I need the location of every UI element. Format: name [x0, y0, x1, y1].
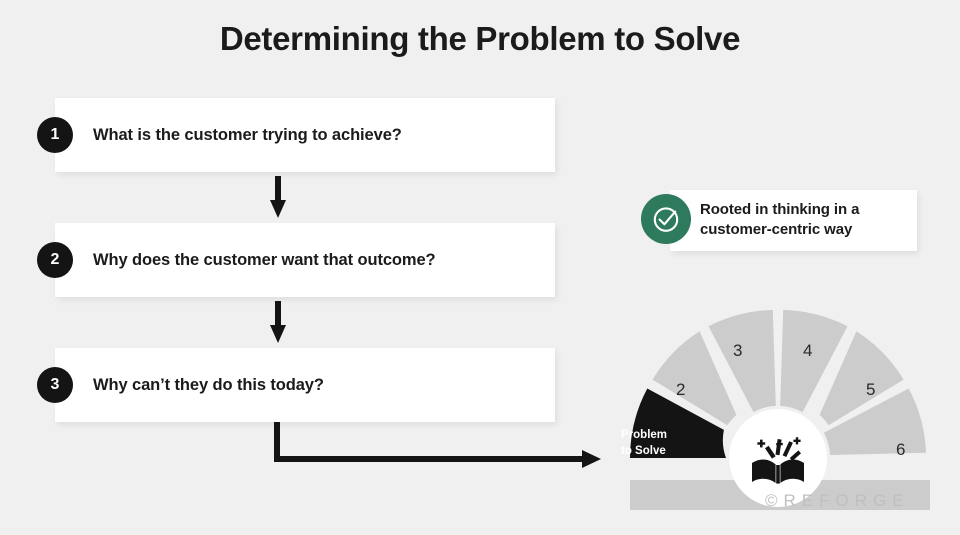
arrow-stem [275, 301, 281, 327]
fan-label-3: 3 [733, 341, 743, 360]
fan-label-5: 5 [866, 380, 876, 399]
fan-segment-6 [823, 388, 926, 455]
arrow-down-icon-1 [270, 176, 286, 218]
fan-label-problem-to-solve: Problem to Solve [621, 427, 711, 459]
check-circle-icon [641, 194, 691, 244]
step-badge-3: 3 [37, 367, 73, 403]
fan-label-2: 2 [676, 380, 686, 399]
step-text-1: What is the customer trying to achieve? [93, 125, 402, 144]
arrow-stem [275, 176, 281, 202]
step-box-3: 3 Why can’t they do this today? [37, 348, 555, 422]
callout-text: Rooted in thinking in a customer-centric… [700, 200, 905, 240]
callout-line-1: Rooted in thinking in a [700, 201, 860, 218]
step-badge-2: 2 [37, 242, 73, 278]
fan-segment-1 [630, 388, 726, 458]
arrow-vertical-segment [274, 422, 280, 462]
wheel-center-hub [729, 409, 827, 507]
callout-line-2: customer-centric way [700, 221, 853, 238]
arrow-head [270, 200, 286, 218]
step-badge-1: 1 [37, 117, 73, 153]
step-box-1: 1 What is the customer trying to achieve… [37, 98, 555, 172]
step-text-2: Why does the customer want that outcome? [93, 250, 436, 269]
reforge-watermark: ©REFORGE [765, 491, 910, 510]
arrow-elbow-to-wheel-icon [274, 422, 604, 468]
arrow-down-icon-2 [270, 301, 286, 343]
fan-wheel-diagram [600, 300, 960, 535]
page-title: Determining the Problem to Solve [219, 20, 741, 57]
step-text-3: Why can’t they do this today? [93, 375, 324, 394]
arrow-horizontal-segment [274, 456, 584, 462]
fan-label-line-2: to Solve [621, 445, 666, 457]
fan-label-line-1: Problem [621, 429, 668, 441]
fan-label-6: 6 [896, 440, 906, 459]
step-box-2: 2 Why does the customer want that outcom… [37, 223, 555, 297]
fan-segment-3 [708, 310, 776, 413]
fan-label-4: 4 [803, 341, 813, 360]
arrow-head [270, 325, 286, 343]
arrow-head [582, 450, 601, 468]
fan-segment-2 [652, 331, 737, 426]
callout-box: Rooted in thinking in a customer-centric… [670, 190, 917, 251]
open-book-icon [752, 437, 804, 484]
fan-segment-5 [819, 331, 904, 426]
fan-segment-4 [780, 310, 848, 413]
